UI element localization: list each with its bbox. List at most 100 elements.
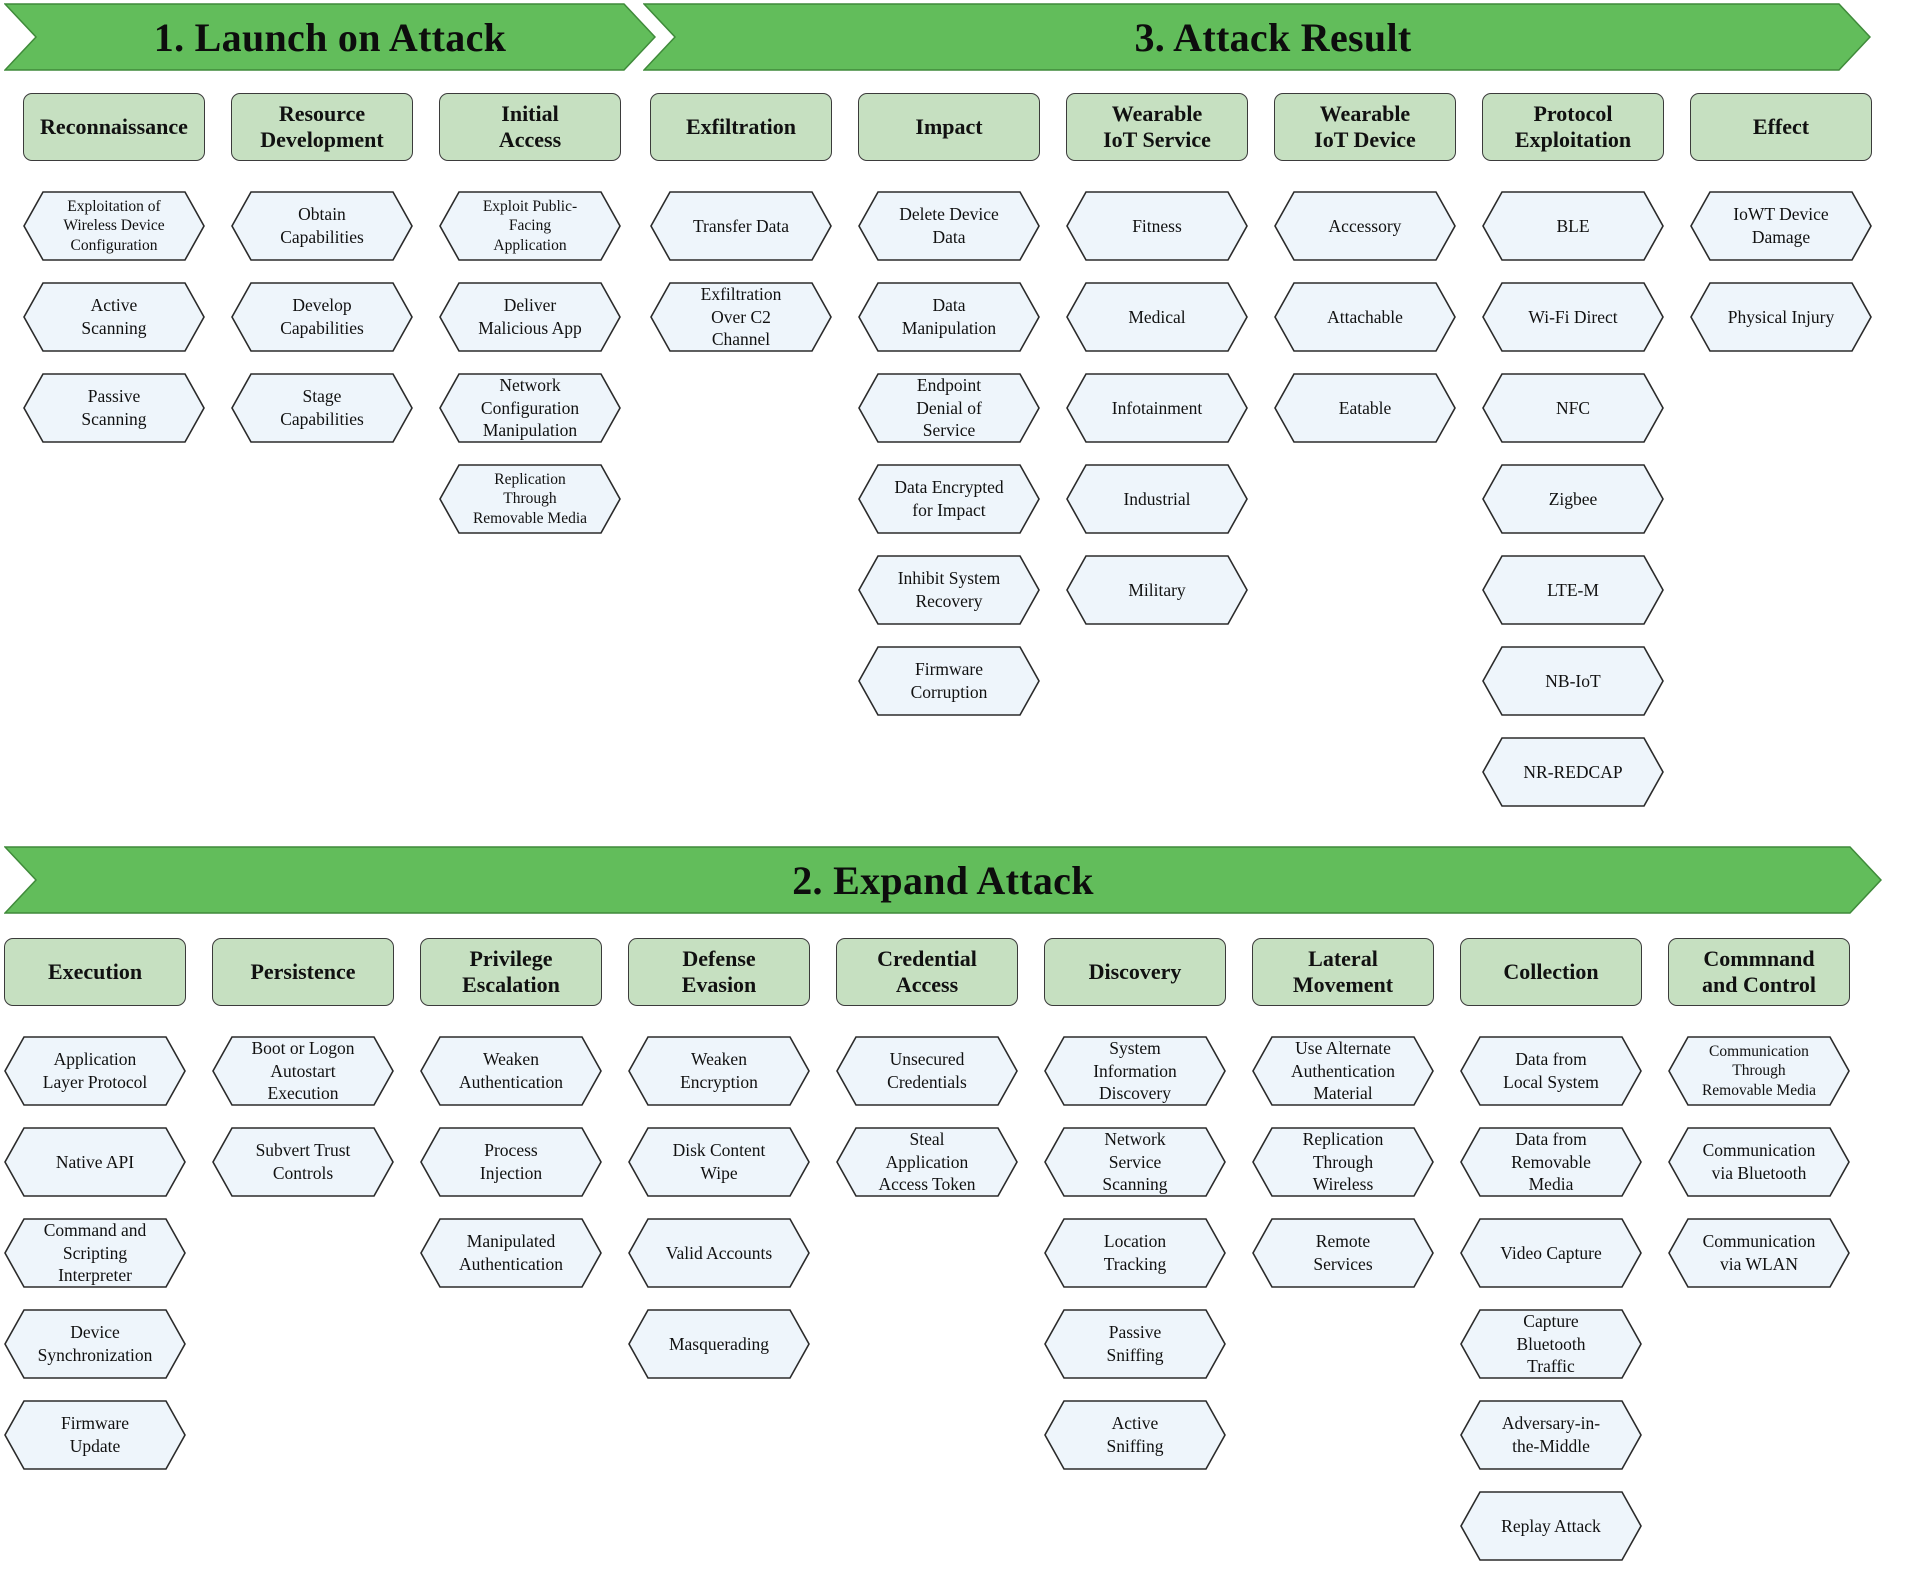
technique-label: BLE <box>1556 215 1590 236</box>
hexagon-shape <box>1482 737 1664 807</box>
technique-item: Fitness <box>1066 191 1248 261</box>
technique-item: Boot or Logon Autostart Execution <box>212 1036 394 1106</box>
tactic-header: Protocol Exploitation <box>1482 93 1664 161</box>
hexagon-shape <box>1066 555 1248 625</box>
tactic-header: Credential Access <box>836 938 1018 1006</box>
technique-item: Manipulated Authentication <box>420 1218 602 1288</box>
hexagon-shape <box>836 1127 1018 1197</box>
technique-label: Steal Application Access Token <box>878 1128 976 1195</box>
technique-label: Subvert Trust Controls <box>255 1140 351 1183</box>
tactic-header: Privilege Escalation <box>420 938 602 1006</box>
technique-item: IoWT Device Damage <box>1690 191 1872 261</box>
technique-item: Exploitation of Wireless Device Configur… <box>23 191 205 261</box>
hexagon-shape <box>439 373 621 443</box>
technique-item: Data from Local System <box>1460 1036 1642 1106</box>
technique-item: Wi-Fi Direct <box>1482 282 1664 352</box>
tactic-header: Collection <box>1460 938 1642 1006</box>
technique-item: Data Encrypted for Impact <box>858 464 1040 534</box>
technique-label: Replication Through Wireless <box>1302 1128 1384 1195</box>
hexagon-shape <box>1252 1127 1434 1197</box>
tactic-header: Commnand and Control <box>1668 938 1850 1006</box>
technique-item: LTE-M <box>1482 555 1664 625</box>
banner-launch-on-attack: 1. Launch on Attack <box>4 3 656 71</box>
hexagon-shape <box>858 646 1040 716</box>
technique-item: Communication via WLAN <box>1668 1218 1850 1288</box>
hexagon-shape <box>420 1218 602 1288</box>
technique-label: Use Alternate Authentication Material <box>1290 1037 1395 1104</box>
technique-item: Zigbee <box>1482 464 1664 534</box>
hexagon-shape <box>1482 555 1664 625</box>
technique-label: Eatable <box>1338 397 1392 418</box>
technique-label: Weaken Authentication <box>458 1049 563 1092</box>
technique-label: LTE-M <box>1547 579 1599 600</box>
technique-label: Manipulated Authentication <box>458 1231 563 1274</box>
tactic-header: Wearable IoT Service <box>1066 93 1248 161</box>
hexagon-shape <box>1066 282 1248 352</box>
technique-item: Accessory <box>1274 191 1456 261</box>
technique-label: Weaken Encryption <box>680 1049 758 1092</box>
technique-label: Passive Scanning <box>81 386 147 429</box>
technique-item: Weaken Authentication <box>420 1036 602 1106</box>
technique-item: Firmware Corruption <box>858 646 1040 716</box>
hexagon-shape <box>1044 1309 1226 1379</box>
technique-item: Valid Accounts <box>628 1218 810 1288</box>
hexagon-shape <box>628 1036 810 1106</box>
hexagon-shape <box>1460 1309 1642 1379</box>
technique-item: Weaken Encryption <box>628 1036 810 1106</box>
hexagon-shape <box>4 1036 186 1106</box>
technique-label: Capture Bluetooth Traffic <box>1516 1310 1586 1377</box>
technique-label: Firmware Corruption <box>910 659 988 702</box>
hexagon-shape <box>650 282 832 352</box>
hexagon-shape <box>1668 1218 1850 1288</box>
technique-item: Network Configuration Manipulation <box>439 373 621 443</box>
hexagon-shape <box>1690 191 1872 261</box>
hexagon-shape <box>628 1127 810 1197</box>
technique-item: Physical Injury <box>1690 282 1872 352</box>
banner-arrow-shape <box>643 3 1871 71</box>
technique-item: Application Layer Protocol <box>4 1036 186 1106</box>
technique-item: Network Service Scanning <box>1044 1127 1226 1197</box>
tactic-header: Lateral Movement <box>1252 938 1434 1006</box>
hexagon-shape <box>212 1036 394 1106</box>
technique-label: Boot or Logon Autostart Execution <box>251 1037 355 1104</box>
hexagon-shape <box>1460 1400 1642 1470</box>
technique-label: NFC <box>1555 397 1591 418</box>
technique-label: Exploit Public- Facing Application <box>482 198 578 254</box>
banner-expand-attack: 2. Expand Attack <box>4 846 1882 914</box>
hexagon-shape <box>4 1400 186 1470</box>
tactic-header: Wearable IoT Device <box>1274 93 1456 161</box>
technique-label: Active Sniffing <box>1106 1413 1164 1456</box>
technique-label: Attachable <box>1327 306 1403 327</box>
tactic-header: Resource Development <box>231 93 413 161</box>
technique-item: Replication Through Removable Media <box>439 464 621 534</box>
technique-item: Remote Services <box>1252 1218 1434 1288</box>
hexagon-shape <box>650 191 832 261</box>
technique-label: Develop Capabilities <box>280 295 364 338</box>
tactic-header: Initial Access <box>439 93 621 161</box>
tactic-header: Discovery <box>1044 938 1226 1006</box>
technique-label: Accessory <box>1328 215 1402 236</box>
technique-label: Communication Through Removable Media <box>1701 1043 1817 1099</box>
technique-label: Physical Injury <box>1727 306 1835 327</box>
technique-item: Capture Bluetooth Traffic <box>1460 1309 1642 1379</box>
technique-item: Data Manipulation <box>858 282 1040 352</box>
hexagon-shape <box>858 191 1040 261</box>
hexagon-shape <box>836 1036 1018 1106</box>
hexagon-shape <box>23 282 205 352</box>
technique-item: Exploit Public- Facing Application <box>439 191 621 261</box>
technique-label: System Information Discovery <box>1093 1037 1177 1104</box>
hexagon-shape <box>23 191 205 261</box>
hexagon-shape <box>1460 1218 1642 1288</box>
tactic-header: Exfiltration <box>650 93 832 161</box>
technique-item: Native API <box>4 1127 186 1197</box>
hexagon-shape <box>858 282 1040 352</box>
